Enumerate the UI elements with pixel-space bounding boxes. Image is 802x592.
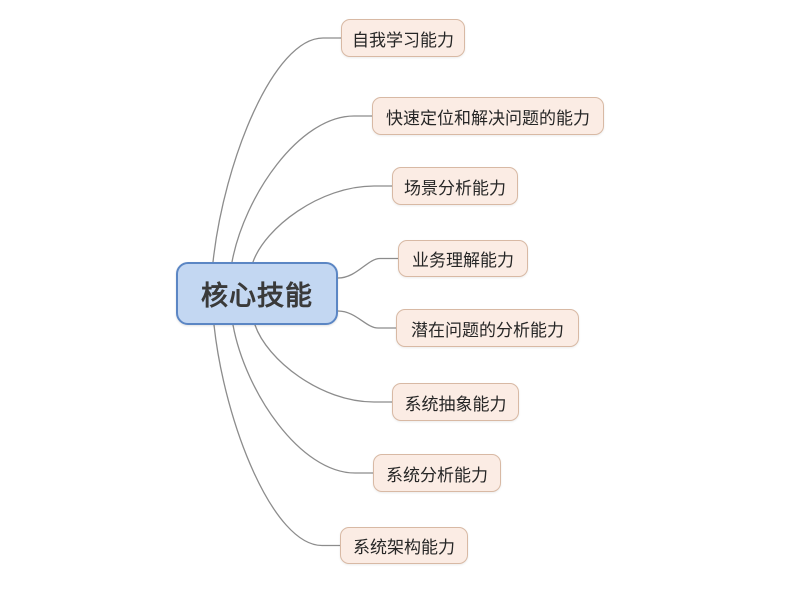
connector-6 (254, 324, 393, 403)
connector-3 (252, 185, 393, 263)
root-node-core-skills[interactable]: 核心技能 (176, 262, 338, 325)
connector-8 (213, 324, 341, 547)
branch-node-7[interactable]: 系统分析能力 (373, 454, 501, 492)
connector-4 (337, 257, 399, 279)
branch-node-3[interactable]: 场景分析能力 (392, 167, 518, 205)
branch-node-2[interactable]: 快速定位和解决问题的能力 (372, 97, 604, 135)
branch-node-4[interactable]: 业务理解能力 (398, 240, 528, 277)
branch-node-1[interactable]: 自我学习能力 (341, 19, 465, 57)
connector-5 (337, 310, 397, 329)
branch-node-6[interactable]: 系统抽象能力 (392, 383, 519, 421)
connector-7 (232, 324, 374, 474)
branch-node-8[interactable]: 系统架构能力 (340, 527, 468, 564)
branch-node-5[interactable]: 潜在问题的分析能力 (396, 309, 579, 347)
connector-2 (231, 115, 373, 263)
connector-1 (212, 37, 342, 263)
